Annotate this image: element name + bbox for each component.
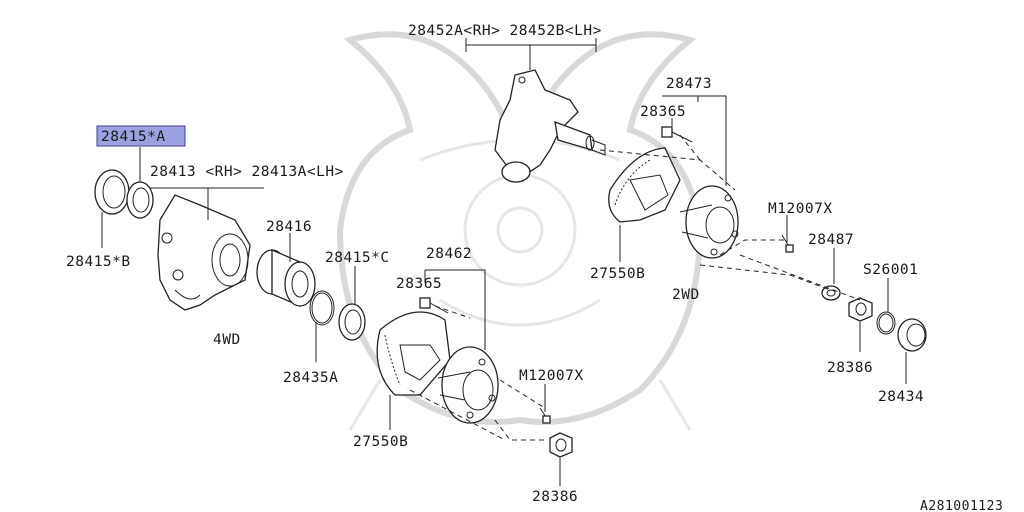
- selected-part-highlight: [96, 125, 186, 147]
- label-2wd: 2WD: [672, 287, 700, 303]
- backing-plate-27550b-2wd[interactable]: [608, 147, 681, 223]
- hub-28462[interactable]: [437, 346, 499, 424]
- seal-28415c[interactable]: [338, 303, 366, 341]
- snap-ring-28435a[interactable]: [309, 290, 335, 326]
- knuckle-28452[interactable]: [494, 69, 606, 183]
- o-ring-s26001[interactable]: [876, 311, 896, 335]
- label-28413[interactable]: 28413 <RH> 28413A<LH>: [150, 164, 344, 180]
- label-28435a[interactable]: 28435A: [283, 370, 338, 386]
- assembly-dash-lines-2wd: [599, 134, 861, 301]
- label-28365-bottom[interactable]: 28365: [396, 276, 442, 292]
- bearing-28416[interactable]: [256, 249, 316, 307]
- label-4wd: 4WD: [213, 332, 241, 348]
- nut-28386-right[interactable]: [848, 297, 873, 322]
- label-m12007x-top[interactable]: M12007X: [768, 201, 833, 217]
- label-28434[interactable]: 28434: [878, 389, 924, 405]
- label-28415c[interactable]: 28415*C: [325, 250, 390, 266]
- label-27550b-bottom[interactable]: 27550B: [353, 434, 408, 450]
- seal-28415b[interactable]: [94, 169, 130, 215]
- label-m12007x-bottom[interactable]: M12007X: [519, 368, 584, 384]
- label-28415b[interactable]: 28415*B: [66, 254, 131, 270]
- bolt-28365-top[interactable]: [661, 126, 693, 143]
- label-28487[interactable]: 28487: [808, 232, 854, 248]
- leader-lines: [101, 38, 907, 486]
- washer-28487[interactable]: [821, 285, 841, 301]
- screw-m12007x-top[interactable]: [781, 234, 794, 253]
- diagram-id: A281001123: [920, 499, 1003, 512]
- label-28386-bottom[interactable]: 28386: [532, 489, 578, 505]
- screw-m12007x-bottom[interactable]: [539, 407, 551, 424]
- label-28386-right[interactable]: 28386: [827, 360, 873, 376]
- label-28365-top[interactable]: 28365: [640, 104, 686, 120]
- label-28415a[interactable]: 28415*A: [101, 129, 166, 145]
- label-28452[interactable]: 28452A<RH> 28452B<LH>: [408, 23, 602, 39]
- label-28473[interactable]: 28473: [666, 76, 712, 92]
- label-27550b-top[interactable]: 27550B: [590, 266, 645, 282]
- label-28416[interactable]: 28416: [266, 219, 312, 235]
- assembly-dash-lines-4wd: [409, 305, 548, 441]
- label-s26001[interactable]: S26001: [863, 262, 918, 278]
- label-28462[interactable]: 28462: [426, 246, 472, 262]
- cap-28434[interactable]: [897, 318, 927, 352]
- housing-28413[interactable]: [157, 194, 251, 311]
- seal-28415a[interactable]: [126, 181, 154, 219]
- hub-28473[interactable]: [679, 185, 739, 259]
- backing-plate-27550b-4wd[interactable]: [376, 311, 451, 396]
- bolt-28365-bottom[interactable]: [419, 297, 449, 314]
- nut-28386-bottom[interactable]: [549, 432, 573, 458]
